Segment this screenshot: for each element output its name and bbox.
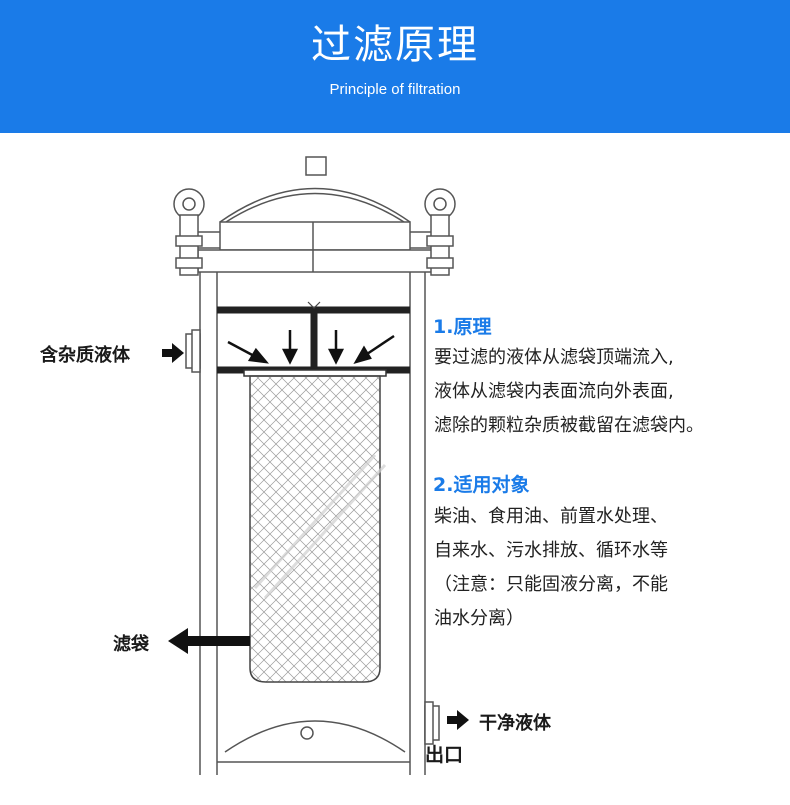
- outlet-pipe: [424, 701, 440, 745]
- principle-title: 1.原理: [433, 316, 492, 338]
- vent-mark: [307, 301, 321, 309]
- flow-arrows: [227, 330, 395, 365]
- watermark: [253, 453, 387, 600]
- outlet-arrow-icon: [447, 710, 469, 730]
- bag-support-frame: [217, 306, 410, 374]
- outlet-label: 出口: [425, 744, 464, 766]
- application-line: 自来水、污水排放、循环水等: [434, 540, 668, 561]
- application-line: 柴油、食用油、前置水处理、: [434, 506, 668, 527]
- application-title: 2.适用对象: [433, 474, 530, 496]
- application-line: 油水分离）: [434, 608, 524, 629]
- inlet-pipe: [185, 329, 201, 373]
- bag-label: 滤袋: [113, 634, 149, 655]
- vessel-body: [199, 272, 426, 775]
- principle-line: 要过滤的液体从滤袋顶端流入,: [434, 347, 674, 368]
- left-clamp-bolt: [173, 188, 220, 276]
- inlet-label: 含杂质液体: [40, 345, 130, 366]
- principle-description: 要过滤的液体从滤袋顶端流入, 液体从滤袋内表面流向外表面, 滤除的颗粒杂质被截留…: [434, 341, 704, 443]
- principle-line: 液体从滤袋内表面流向外表面,: [434, 381, 674, 402]
- vessel-lid: [197, 156, 433, 273]
- vessel-bottom: [217, 720, 410, 763]
- header-banner: 过滤原理 Principle of filtration: [0, 0, 790, 133]
- page-subtitle: Principle of filtration: [329, 81, 461, 98]
- page-title: 过滤原理: [311, 22, 479, 68]
- bag-arrow-icon: [168, 628, 250, 654]
- filter-diagram: [162, 156, 469, 775]
- filter-bag: [243, 369, 387, 683]
- application-description: 柴油、食用油、前置水处理、 自来水、污水排放、循环水等 （注意：只能固液分离，不…: [434, 500, 668, 636]
- inlet-arrow-icon: [162, 343, 184, 363]
- application-line: （注意：只能固液分离，不能: [434, 574, 668, 595]
- outlet-liquid-label: 干净液体: [479, 713, 551, 734]
- right-clamp-bolt: [410, 188, 456, 276]
- principle-line: 滤除的颗粒杂质被截留在滤袋内。: [434, 415, 704, 436]
